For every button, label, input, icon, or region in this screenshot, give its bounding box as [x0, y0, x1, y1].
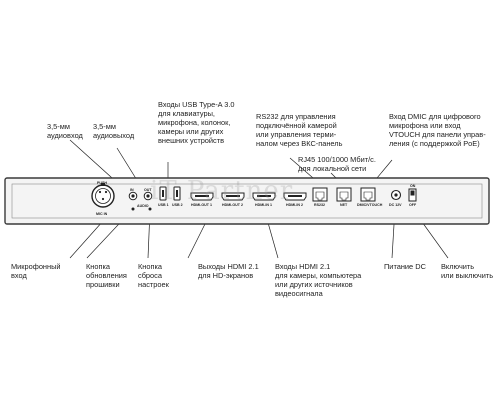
label-dc: Питание DC	[384, 262, 426, 271]
panel-label-off: OFF	[409, 203, 417, 207]
panel-label-usb1: USB 1	[158, 203, 169, 207]
reset-button-hole	[148, 207, 152, 211]
watermark: iT Partner	[150, 176, 294, 206]
panel-label-usb2: USB 2	[172, 203, 183, 207]
firmware-button-hole	[131, 207, 135, 211]
label-firmware: Кнопка обновления прошивки	[86, 262, 127, 289]
panel-label-on: ON	[410, 184, 416, 188]
panel-label-out: OUT	[144, 188, 152, 192]
panel-label-dc: DC 12V	[389, 203, 402, 207]
label-audio-out: 3,5-мм аудиовыход	[93, 122, 135, 140]
label-rs232: RS232 для управления подключённой камеро…	[256, 112, 343, 148]
label-usb: Входы USB Type-A 3.0 для клавиатуры, мик…	[158, 100, 235, 145]
panel-label-audio: AUDIO	[137, 204, 149, 208]
panel-label-hdmi-in1: HDMI-IN 1	[255, 203, 272, 207]
panel-label-rs232: RS232	[314, 203, 325, 207]
panel-label-net: NET	[340, 203, 348, 207]
panel-label-hdmi-out1: HDMI-OUT 1	[191, 203, 212, 207]
chassis-inner-frame	[11, 183, 483, 219]
panel-label-mic-in: MIC IN	[96, 212, 108, 216]
panel-label-push: PUSH	[97, 181, 107, 185]
label-audio-in: 3,5-мм аудиовход	[47, 122, 83, 140]
label-hdmi-out: Выходы HDMI 2.1 для HD-экранов	[198, 262, 259, 280]
label-hdmi-in: Входы HDMI 2.1 для камеры, компьютера ил…	[275, 262, 362, 298]
label-dmic: Вход DMIC для цифрового микрофона или вх…	[389, 112, 486, 148]
panel-label-in: IN	[130, 188, 134, 192]
label-power: Включить или выключить	[441, 262, 494, 280]
label-mic: Микрофонный вход	[11, 262, 61, 280]
panel-label-hdmi-in2: HDMI-IN 2	[286, 203, 303, 207]
label-reset: Кнопка сброса настроек	[138, 262, 169, 289]
panel-label-hdmi-out2: HDMI-OUT 2	[222, 203, 243, 207]
panel-label-dmic: DMIC/VTOUCH	[357, 203, 383, 207]
label-rj45: RJ45 100/1000 Мбит/с. для локальной сети	[298, 155, 376, 173]
